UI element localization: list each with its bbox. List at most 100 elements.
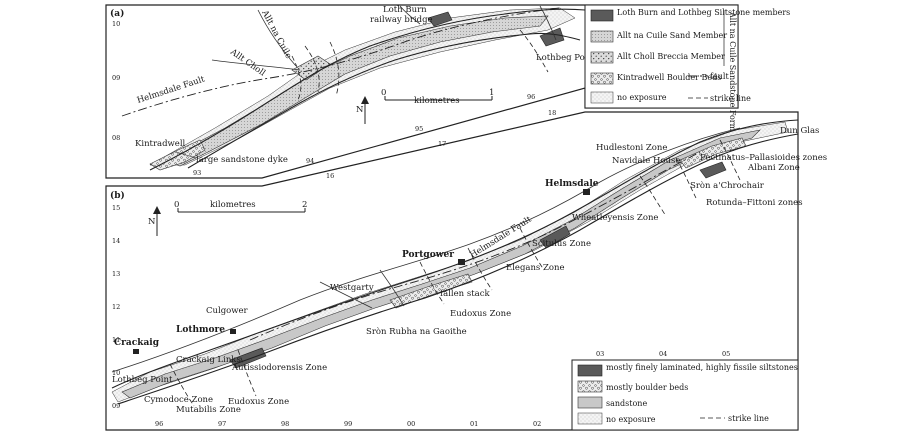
legend-swatch-boulder (577, 380, 603, 393)
zone-label: Eudoxus Zone (450, 309, 511, 319)
siltstone-outcrop (699, 161, 727, 179)
grid-x-label: 00 (407, 420, 415, 428)
legend-item-text: mostly finely laminated, highly fissile … (606, 363, 798, 372)
legend-item-text: Kintradwell Boulder Beds (617, 73, 721, 82)
strike-line (519, 227, 545, 271)
culgower-label: Culgower (206, 306, 249, 316)
panel-a-coastline (149, 8, 586, 171)
crackaig-label: Crackaig (114, 338, 160, 348)
grid-x-label: 96 (527, 93, 535, 101)
grid-x-label: 99 (344, 420, 352, 428)
panel-a-shore-inner (187, 32, 581, 169)
helmsdale-fault-label: Helmsdale Fault (136, 74, 207, 105)
portgower-marker (458, 259, 465, 265)
grid-oblique-label: 17 (438, 140, 446, 148)
grid-x-label: 03 (596, 350, 604, 358)
zone-label: Hudlestoni Zone (596, 143, 667, 153)
legend-item: Loth Burn and Lothbeg Siltstone members (617, 8, 790, 17)
legend-swatch-sand-member (590, 30, 614, 43)
grid-x-label: 02 (533, 420, 541, 428)
grid-y-label: 09 (112, 402, 120, 410)
panel-a-label: (a) (110, 8, 124, 19)
strike-line (675, 157, 697, 199)
scale-zero: 0 (174, 200, 179, 210)
railway-bridge-label: railway bridge (370, 15, 433, 25)
helmsdale-label: Helmsdale (545, 179, 599, 189)
zone-label: Wheatleyensis Zone (572, 213, 658, 223)
legend-swatch-siltstone (577, 364, 603, 377)
panel-a: (a) 10 09 08 93 94 95 96 16 17 18 (105, 4, 790, 180)
scale-unit: kilometres (210, 200, 256, 210)
panel-a-legend: Loth Burn and Lothbeg Siltstone members … (584, 4, 790, 152)
navidale-label: Navidale House (612, 156, 680, 166)
strike-line (329, 41, 340, 97)
panel-b-shore-inner (117, 133, 799, 405)
zone-label: Mutabilis Zone (176, 405, 241, 415)
grid-y-label: 09 (112, 74, 120, 82)
grid-oblique-label: 18 (548, 109, 556, 117)
stream (379, 269, 405, 307)
lothmore-label: Lothmore (176, 325, 225, 335)
zone-label: Cymodoce Zone (144, 395, 213, 405)
panel-b-north-arrow: N (148, 206, 161, 236)
stream (539, 5, 557, 41)
legend-swatch-breccia (590, 51, 614, 64)
grid-y-label: 12 (112, 303, 120, 311)
grid-y-label: 13 (112, 270, 120, 278)
legend-swatch-sandstone (577, 396, 603, 409)
panel-a-north-arrow: N (356, 96, 369, 124)
strike-line (467, 247, 493, 291)
helmsdale-fault-line (249, 151, 701, 341)
zone-label: Elegans Zone (506, 263, 565, 273)
grid-x-label: 95 (415, 125, 423, 133)
siltstone-outcrop (539, 225, 571, 249)
zone-label: Pectinatus–Pallasioides zones (700, 153, 827, 163)
grid-y-label: 15 (112, 204, 120, 212)
loth-burn-label: Loth Burn (383, 5, 427, 15)
siltstone-outcrop (427, 11, 453, 27)
legend-swatch-no-exposure (577, 412, 603, 425)
scale-max: 1 (489, 88, 494, 98)
grid-x-label: 96 (155, 420, 163, 428)
strike-line (304, 45, 320, 93)
allt-na-cuile-label: Allt na Cuile (259, 8, 293, 61)
legend-swatch-siltstone (590, 9, 614, 22)
portgower-label: Portgower (402, 250, 454, 260)
scale-max: 2 (302, 200, 307, 210)
helmsdale-fault-line (121, 7, 561, 117)
legend-item-text: sandstone (606, 399, 647, 408)
sandstone-outcrop (121, 129, 761, 399)
legend-strike-label: strike line (728, 414, 769, 423)
grid-y-label: 10 (112, 20, 120, 28)
legend-item-text: Loth Burn and Lothbeg Siltstone members (617, 8, 790, 17)
strike-line (291, 55, 302, 101)
allt-choll-stream (211, 59, 301, 71)
crackaig-marker (133, 349, 139, 354)
strike-line (237, 349, 257, 397)
zone-label: Rotunda–Fittoni zones (706, 198, 803, 208)
panel-b: (b) 15 14 13 12 11 10 09 96 97 98 99 00 … (105, 111, 827, 431)
legend-swatch-no-exposure (590, 91, 614, 104)
dun-glas-label: Dun Glas (780, 126, 819, 136)
leader-line (175, 151, 197, 159)
fallen-stack-label: fallen stack (440, 289, 490, 299)
stream (319, 281, 373, 309)
zone-label: Scitulus Zone (532, 239, 591, 249)
allt-choll-breccia-outcrop (291, 55, 331, 81)
grid-y-label: 11 (112, 336, 120, 344)
panel-b-label: (b) (110, 190, 125, 201)
panel-b-frame (105, 111, 799, 431)
grid-x-label: 04 (659, 350, 667, 358)
strike-line (169, 363, 195, 407)
panel-b-coastline (111, 119, 799, 389)
loth-burn (399, 5, 421, 25)
sron-chrochair-label: Sròn a'Chrochair (690, 180, 765, 191)
lothmore-marker (230, 329, 236, 334)
lothbeg-point-label: Lothbeg Point (112, 375, 173, 385)
helmsdale-marker (583, 189, 590, 195)
grid-x-label: 05 (722, 350, 730, 358)
crackaig-links-label: Crackaig Links (176, 355, 241, 365)
grid-x-label: 98 (281, 420, 289, 428)
